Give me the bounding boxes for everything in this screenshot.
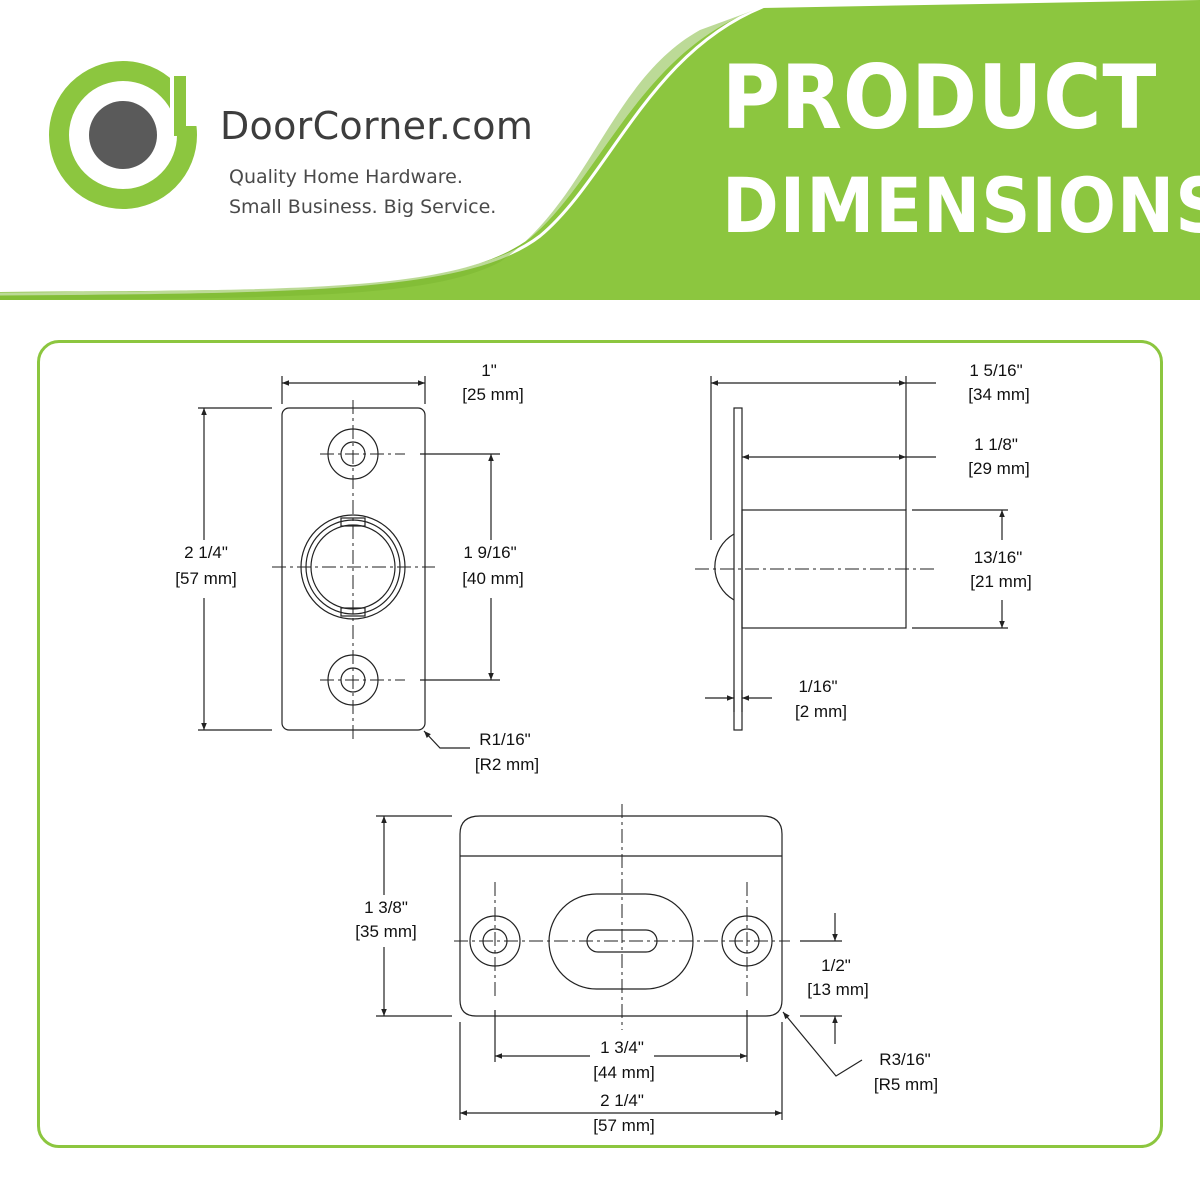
circle-target-logo	[49, 61, 200, 209]
side-body-height-inch: 13/16"	[974, 548, 1023, 567]
front-height-inch: 2 1/4"	[184, 543, 228, 562]
bottom-offset-inch: 1/2"	[821, 956, 851, 975]
brand-name: DoorCorner.com	[220, 104, 534, 148]
front-height-mm: [57 mm]	[175, 569, 236, 588]
side-body-height-mm: [21 mm]	[970, 572, 1031, 591]
side-body-length-inch: 1 1/8"	[974, 435, 1018, 454]
bottom-plate-outline	[459, 815, 783, 1017]
front-hole-spacing-mm: [40 mm]	[462, 569, 523, 588]
bottom-corner-radius-inch: R3/16"	[879, 1050, 930, 1069]
bottom-hole-spacing-inch: 1 3/4"	[600, 1038, 644, 1057]
front-width-mm: [25 mm]	[462, 385, 523, 404]
brand-tagline-quality: Quality Home Hardware.	[229, 166, 463, 188]
bottom-height-inch: 1 3/8"	[364, 898, 408, 917]
banner-swoosh	[0, 0, 1200, 300]
side-plate-thickness-inch: 1/16"	[798, 677, 837, 696]
side-depth-mm: [34 mm]	[968, 385, 1029, 404]
side-body-length-mm: [29 mm]	[968, 459, 1029, 478]
side-view	[695, 376, 1008, 731]
header-banner	[0, 0, 1200, 300]
drawing-panel	[37, 340, 1163, 1148]
bottom-width-mm: [57 mm]	[593, 1116, 654, 1135]
bottom-width-inch: 2 1/4"	[600, 1091, 644, 1110]
bottom-offset-mm: [13 mm]	[807, 980, 868, 999]
side-depth-inch: 1 5/16"	[969, 361, 1022, 380]
front-corner-radius-inch: R1/16"	[479, 730, 530, 749]
bottom-hole-spacing-mm: [44 mm]	[593, 1063, 654, 1082]
bottom-height-mm: [35 mm]	[355, 922, 416, 941]
bottom-corner-radius-mm: [R5 mm]	[874, 1075, 938, 1094]
front-view	[198, 376, 500, 749]
bottom-view	[376, 804, 863, 1120]
side-ball	[714, 533, 735, 601]
front-corner-radius-mm: [R2 mm]	[475, 755, 539, 774]
brand-tagline-service: Small Business. Big Service.	[229, 196, 497, 218]
side-plate-thickness-mm: [2 mm]	[795, 702, 847, 721]
bottom-housing-outer	[548, 893, 694, 990]
front-width-inch: 1"	[481, 361, 497, 380]
headline-dimensions: DIMENSIONS	[722, 161, 1200, 250]
headline-product: PRODUCT	[722, 46, 1158, 149]
front-hole-spacing-inch: 1 9/16"	[463, 543, 516, 562]
